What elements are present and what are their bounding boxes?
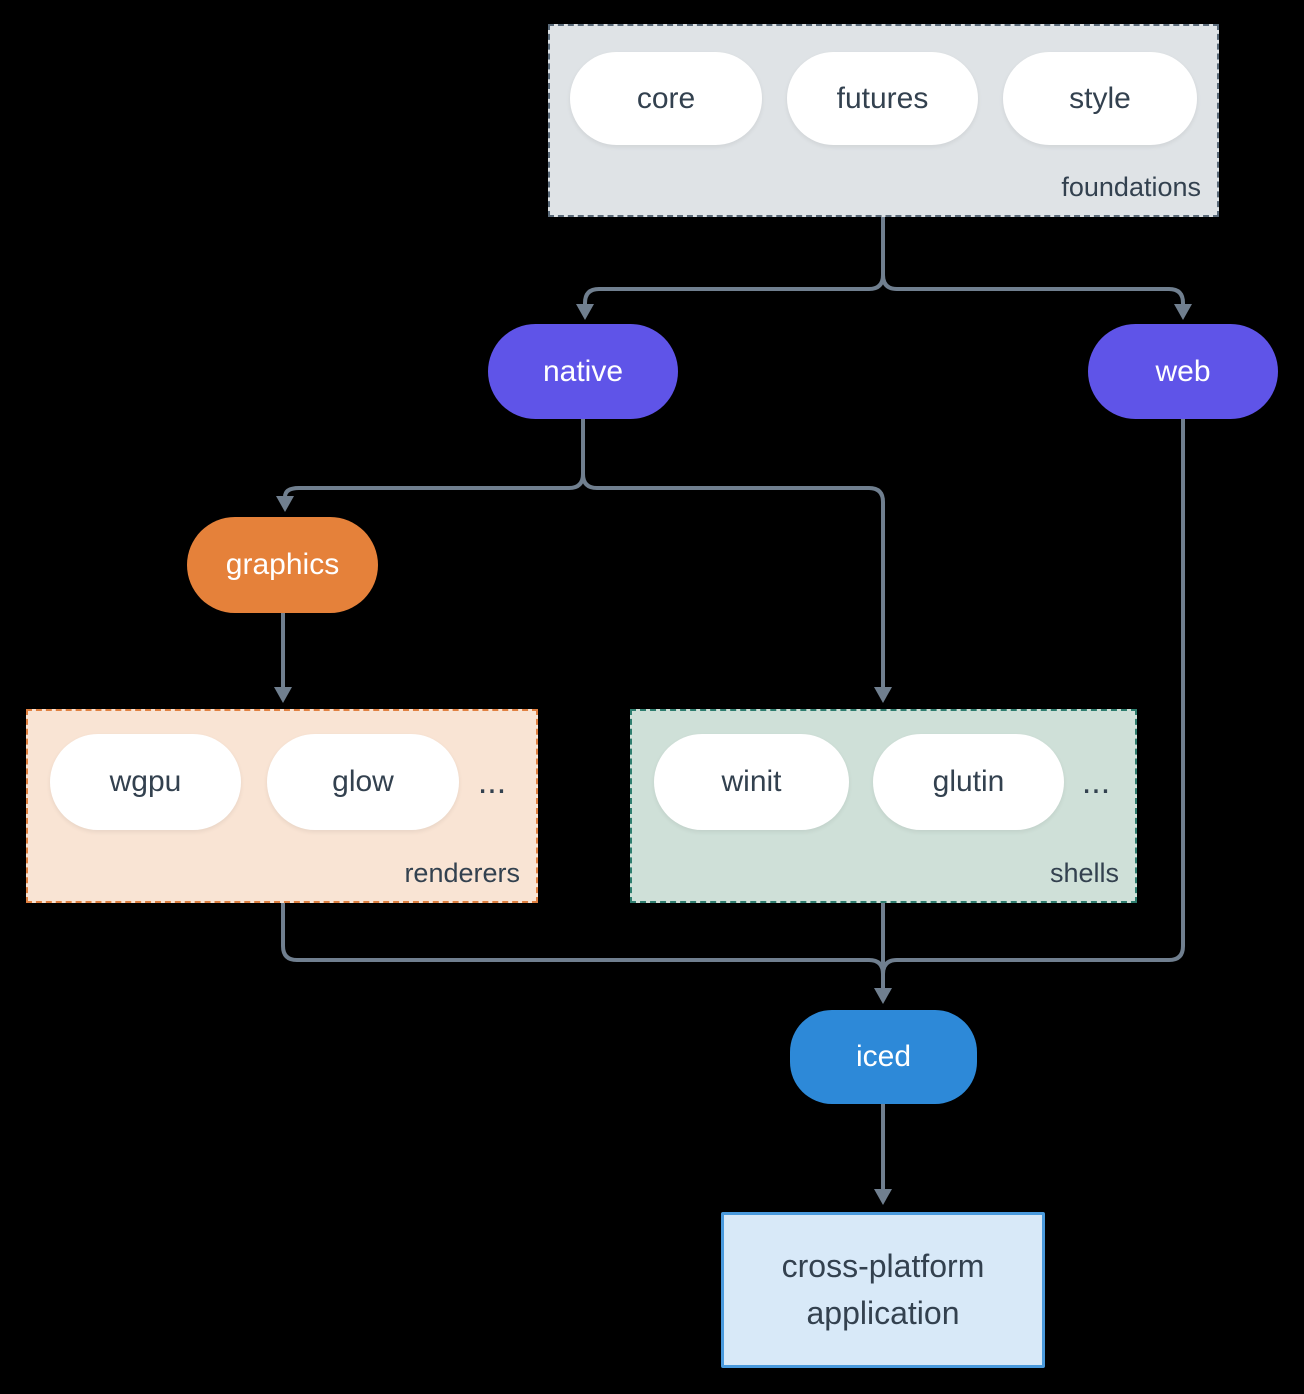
group-label-foundations: foundations [1061, 172, 1201, 202]
arrowhead-native [576, 304, 594, 320]
application-label-line2: application [806, 1295, 960, 1331]
arrowhead-graphics [276, 496, 294, 512]
arrowhead-iced [874, 988, 892, 1004]
group-label-shells: shells [1049, 858, 1119, 888]
pill-wgpu: wgpu [50, 734, 241, 830]
pill-core: core [570, 52, 762, 145]
application-label-line1: cross-platform [781, 1248, 985, 1284]
arrowhead-application [874, 1189, 892, 1205]
node-graphics: graphics [187, 517, 378, 613]
edge-foundations-to-web [881, 217, 1185, 305]
pill-futures: futures [787, 52, 978, 145]
edge-native-to-graphics [283, 419, 585, 498]
arrowhead-renderers [274, 687, 292, 703]
pill-glutin: glutin [873, 734, 1064, 830]
node-web: web [1088, 324, 1278, 419]
pill-winit: winit [654, 734, 849, 830]
pill-style: style [1003, 52, 1197, 145]
arrowhead-shells [874, 687, 892, 703]
arrowhead-web [1174, 304, 1192, 320]
group-label-renderers: renderers [404, 858, 520, 888]
renderers-ellipsis: ... [477, 762, 507, 801]
pill-glow: glow [267, 734, 459, 830]
edge-foundations-to-native [583, 217, 885, 305]
shells-ellipsis: ... [1081, 762, 1111, 801]
node-native: native [488, 324, 678, 419]
edge-native-to-shells [581, 419, 885, 688]
node-application: cross-platform application [721, 1212, 1045, 1368]
edge-renderers-to-iced [281, 903, 885, 975]
node-iced: iced [790, 1010, 977, 1104]
